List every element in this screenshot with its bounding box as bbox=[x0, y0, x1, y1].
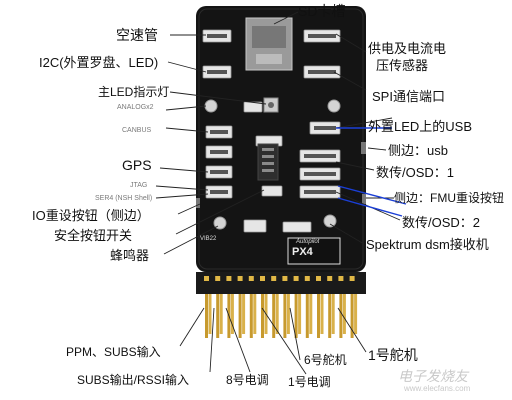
pin-header bbox=[196, 272, 366, 294]
label-spektrum: Spektrum dsm接收机 bbox=[366, 237, 489, 252]
label-sd-slot: SD卡槽 bbox=[298, 3, 346, 19]
label-gps: GPS bbox=[122, 157, 152, 173]
label-io-reset: IO重设按钮（侧边） bbox=[32, 208, 150, 223]
label-power-2: 压传感器 bbox=[376, 58, 429, 73]
buzzer bbox=[213, 216, 227, 230]
label-power: 供电及电流电 bbox=[368, 41, 447, 56]
label-esc1: 1号电调 bbox=[288, 375, 331, 389]
connector-pins-left bbox=[207, 34, 228, 194]
label-servo1: 1号舵机 bbox=[368, 347, 418, 363]
silk-jtag: JTAG bbox=[130, 182, 148, 189]
silk-canbus: CANBUS bbox=[122, 127, 152, 134]
fmu-reset-button bbox=[362, 194, 366, 204]
leader-lines bbox=[155, 11, 401, 375]
px4-logo bbox=[287, 237, 341, 265]
blue-leader-lines bbox=[336, 127, 407, 217]
label-fmu-reset: 侧边：FMU重设按钮 bbox=[394, 191, 504, 205]
px4-logo-text: PX4 bbox=[292, 246, 313, 258]
io-reset-button bbox=[196, 198, 200, 208]
label-sbus-out: SUBS输出/RSSI输入 bbox=[77, 373, 190, 387]
mount-hole-left bbox=[204, 99, 218, 113]
label-ppm-sbus: PPM、SUBS输入 bbox=[66, 345, 161, 359]
label-servo6: 6号舵机 bbox=[304, 353, 347, 367]
label-pitot: 空速管 bbox=[116, 27, 158, 43]
label-buzzer: 蜂鸣器 bbox=[110, 248, 150, 263]
vib22-silk: VIB22 bbox=[200, 236, 217, 242]
label-spi: SPI通信端口 bbox=[372, 89, 445, 104]
label-telem1: 数传/OSD：1 bbox=[376, 165, 455, 180]
label-esc8: 8号电调 bbox=[226, 373, 269, 387]
label-telem2: 数传/OSD：2 bbox=[402, 215, 481, 230]
watermark-text: 电子发烧友 bbox=[398, 369, 468, 385]
label-safety: 安全按钮开关 bbox=[54, 228, 133, 243]
label-main-led: 主LED指示灯 bbox=[98, 85, 170, 99]
autopilot-silk: Autopilot bbox=[296, 239, 320, 245]
label-ext-led-usb: 外置LED上的USB bbox=[368, 119, 473, 134]
label-i2c: I2C(外置罗盘、LED) bbox=[39, 55, 159, 70]
connector-pins-right bbox=[304, 34, 336, 194]
label-side-usb: 侧边：usb bbox=[388, 143, 448, 158]
silk-analog: ANALOGx2 bbox=[117, 104, 154, 111]
watermark-url: www.elecfans.com bbox=[404, 384, 471, 393]
mount-hole-right bbox=[327, 99, 341, 113]
silk-ser4: SER4 (NSH Shell) bbox=[95, 195, 153, 202]
side-usb-port bbox=[361, 142, 366, 154]
safety-button bbox=[323, 214, 337, 228]
